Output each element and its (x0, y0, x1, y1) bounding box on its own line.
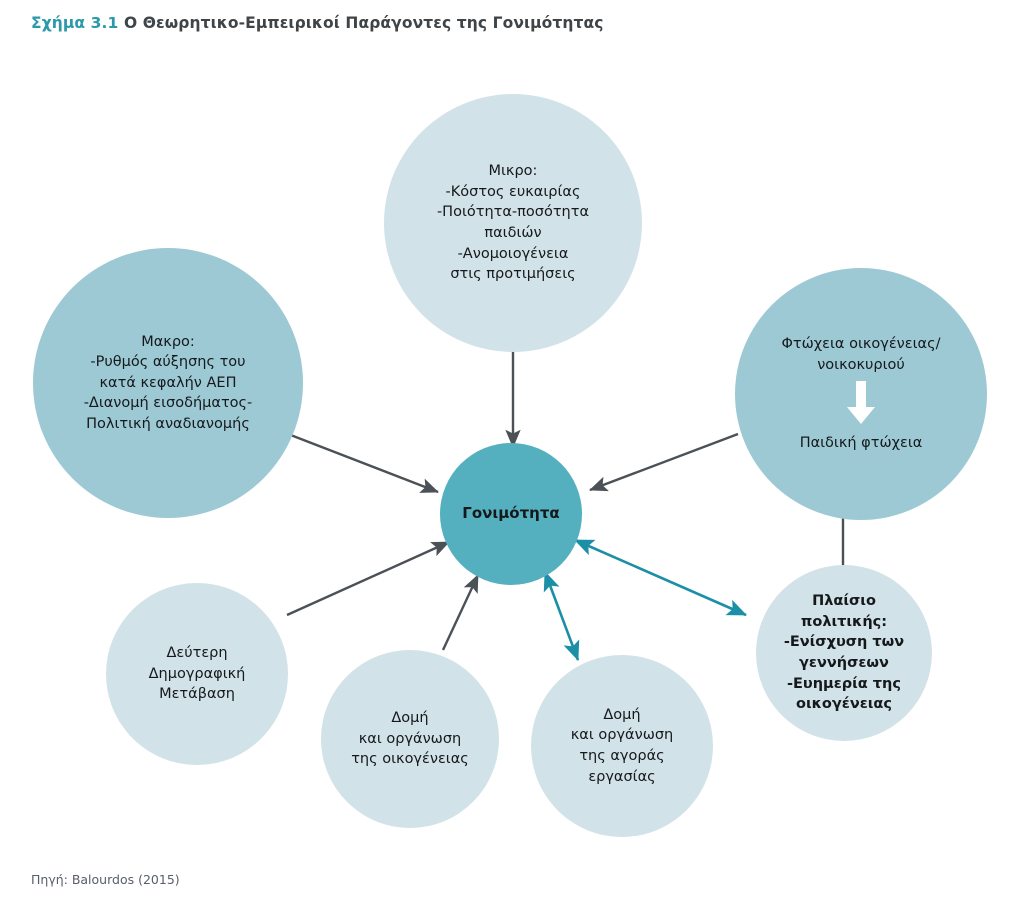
edge-second-transition-to-fertility (286, 540, 450, 617)
node-poverty[interactable]: Φτώχεια οικογένειας/ νοικοκυριού Παιδική… (735, 268, 987, 520)
edge-fertility-to-policy (574, 538, 747, 617)
node-policy[interactable]: Πλαίσιο πολιτικής: -Ενίσχυση των γεννήσε… (756, 565, 932, 741)
node-labour-market[interactable]: Δομή και οργάνωση της αγοράς εργασίας (531, 655, 713, 837)
edge-macro-to-fertility (287, 432, 439, 494)
node-poverty-label-bottom: Παιδική φτώχεια (799, 435, 923, 452)
node-family-structure-label: Δομή και οργάνωση της οικογένειας (351, 710, 469, 768)
node-poverty-label-top: Φτώχεια οικογένειας/ νοικοκυριού (781, 336, 941, 373)
page-title: Σχήμα 3.1 Ο Θεωρητικο-Εμπειρικοί Παράγον… (31, 14, 604, 32)
node-micro[interactable]: Μικρο: -Κόστος ευκαιρίας -Ποιότητα-ποσότ… (384, 94, 642, 352)
node-family-structure[interactable]: Δομή και οργάνωση της οικογένειας (321, 650, 499, 828)
node-micro-label: Μικρο: -Κόστος ευκαιρίας -Ποιότητα-ποσότ… (436, 163, 590, 283)
node-second-transition-label: Δεύτερη Δημογραφική Μετάβαση (148, 645, 246, 703)
node-policy-label: Πλαίσιο πολιτικής: -Ενίσχυση των γεννήσε… (783, 593, 905, 713)
edge-family-structure-to-fertility (441, 574, 480, 651)
node-fertility[interactable]: Γονιμότητα (440, 443, 582, 585)
node-fertility-label: Γονιμότητα (462, 504, 560, 523)
node-macro[interactable]: Μακρο: -Ρυθμός αύξησης του κατά κεφαλήν … (33, 248, 303, 518)
node-labour-market-label: Δομή και οργάνωση της αγοράς εργασίας (570, 706, 674, 785)
edge-poverty-to-fertility (589, 432, 739, 492)
source-note: Πηγή: Balourdos (2015) (31, 872, 180, 887)
node-macro-label: Μακρο: -Ρυθμός αύξησης του κατά κεφαλήν … (83, 333, 253, 432)
edge-fertility-to-labour-market (543, 571, 580, 661)
figure-title-text: Ο Θεωρητικο-Εμπειρικοί Παράγοντες της Γο… (123, 14, 604, 32)
figure-number: Σχήμα 3.1 (31, 14, 119, 32)
node-poverty-content: Φτώχεια οικογένειας/ νοικοκυριού Παιδική… (776, 334, 947, 454)
down-arrow-icon (846, 381, 875, 425)
node-second-transition[interactable]: Δεύτερη Δημογραφική Μετάβαση (106, 583, 288, 765)
